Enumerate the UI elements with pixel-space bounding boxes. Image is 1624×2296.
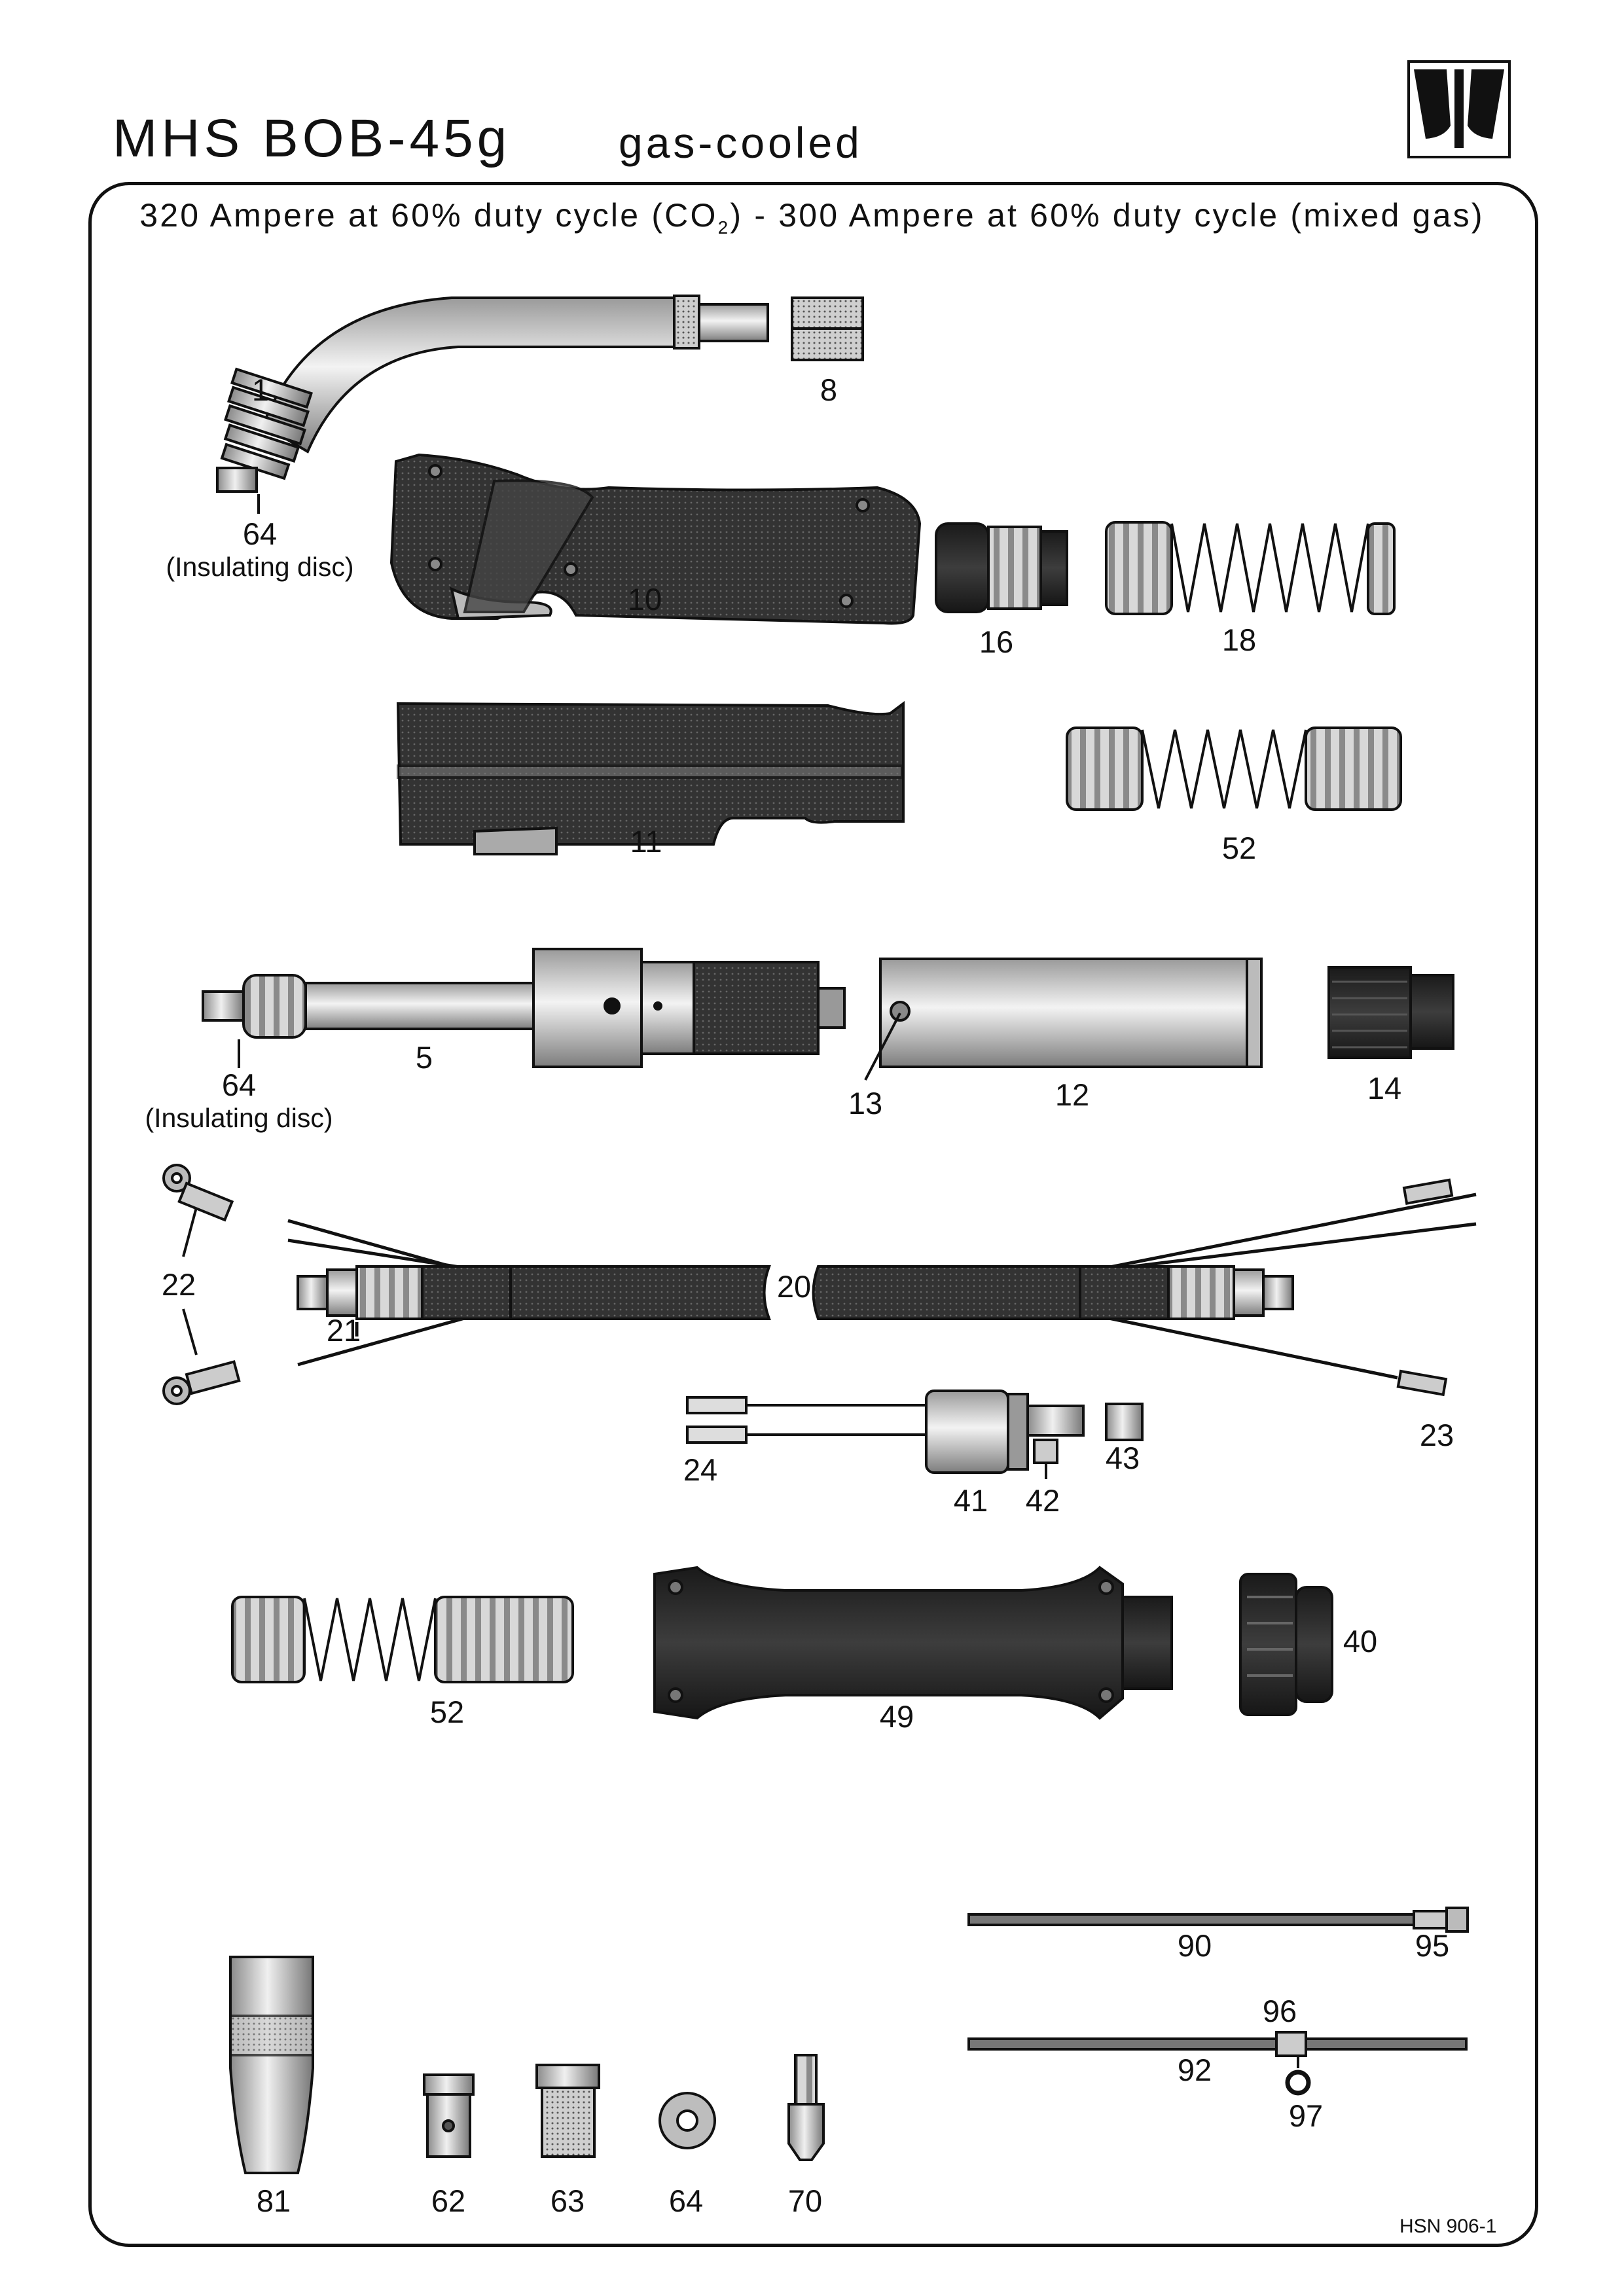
part-label-64-lower: 64	[221, 1067, 257, 1102]
part-label-43: 43	[1105, 1441, 1140, 1475]
part-label-24: 24	[683, 1452, 718, 1487]
page-title: MHS BOB-45g	[113, 109, 511, 168]
part-11-handle-shell	[396, 701, 905, 855]
part-label-63: 63	[550, 2183, 585, 2218]
part-label-92: 92	[1177, 2053, 1212, 2087]
part-label-12: 12	[1055, 1077, 1090, 1112]
part-92-liner	[967, 2031, 1468, 2096]
part-64-insulating-disc	[659, 2092, 716, 2149]
part-label-16: 16	[979, 624, 1014, 659]
part-49-grip-tube	[653, 1566, 1173, 1720]
part-52-spring-upper	[1066, 726, 1402, 811]
part-1-swan-neck	[216, 295, 769, 514]
part-label-96: 96	[1262, 1994, 1297, 2028]
part-note-64-lower: (Insulating disc)	[145, 1103, 333, 1133]
part-label-41: 41	[953, 1483, 988, 1518]
brand-logo-icon	[1407, 60, 1511, 158]
part-label-11: 11	[630, 824, 662, 859]
part-label-64-disc: 64	[668, 2183, 704, 2218]
diagram-frame	[88, 182, 1538, 2247]
part-18-spring	[1105, 521, 1396, 615]
part-label-8: 8	[820, 372, 838, 407]
part-label-13: 13	[848, 1086, 883, 1121]
part-8-bushing	[791, 296, 864, 361]
part-label-10: 10	[627, 582, 662, 617]
page-subtitle: gas-cooled	[619, 118, 863, 167]
part-label-90: 90	[1177, 1928, 1212, 1963]
part-label-81: 81	[256, 2183, 291, 2218]
part-5-neck-tube	[202, 948, 846, 1068]
part-label-62: 62	[431, 2183, 466, 2218]
part-63-gas-diffuser	[535, 2064, 600, 2158]
part-label-97: 97	[1288, 2098, 1324, 2133]
part-note-64-upper: (Insulating disc)	[166, 552, 354, 582]
part-40-nut	[1239, 1573, 1333, 1716]
part-52-spring-lower	[231, 1596, 574, 1683]
part-90-liner	[967, 1907, 1469, 1933]
part-label-5: 5	[415, 1040, 433, 1075]
part-label-64-upper: 64	[242, 516, 278, 551]
part-12-sleeve	[864, 958, 1263, 1081]
part-label-52-upper: 52	[1221, 831, 1257, 865]
part-label-23: 23	[1419, 1418, 1454, 1452]
part-label-22: 22	[161, 1267, 196, 1302]
part-label-1: 1	[251, 372, 270, 407]
part-label-21: 21	[326, 1313, 361, 1348]
part-10-handle	[389, 453, 922, 625]
part-label-20: 20	[776, 1269, 812, 1304]
part-70-contact-tip	[787, 2054, 825, 2161]
part-41-connector-assembly	[686, 1390, 1144, 1479]
part-label-18: 18	[1221, 622, 1257, 657]
part-81-gas-nozzle	[229, 1956, 314, 2174]
part-label-14: 14	[1367, 1071, 1402, 1105]
part-label-42: 42	[1025, 1483, 1060, 1518]
document-id: HSN 906-1	[1399, 2215, 1497, 2237]
part-label-40: 40	[1343, 1624, 1378, 1659]
part-label-95: 95	[1415, 1928, 1450, 1963]
part-label-49: 49	[879, 1699, 914, 1734]
part-20-cable-assembly	[287, 1178, 1477, 1397]
part-label-70: 70	[787, 2183, 823, 2218]
part-16-collar	[935, 522, 1068, 613]
rating-spec: 320 Ampere at 60% duty cycle (CO2) - 300…	[139, 197, 1485, 238]
part-14-nut	[1327, 966, 1454, 1059]
part-22-cable-lugs	[162, 1164, 241, 1405]
part-label-52-lower: 52	[429, 1695, 465, 1729]
part-62-tip-adapter	[423, 2073, 475, 2158]
